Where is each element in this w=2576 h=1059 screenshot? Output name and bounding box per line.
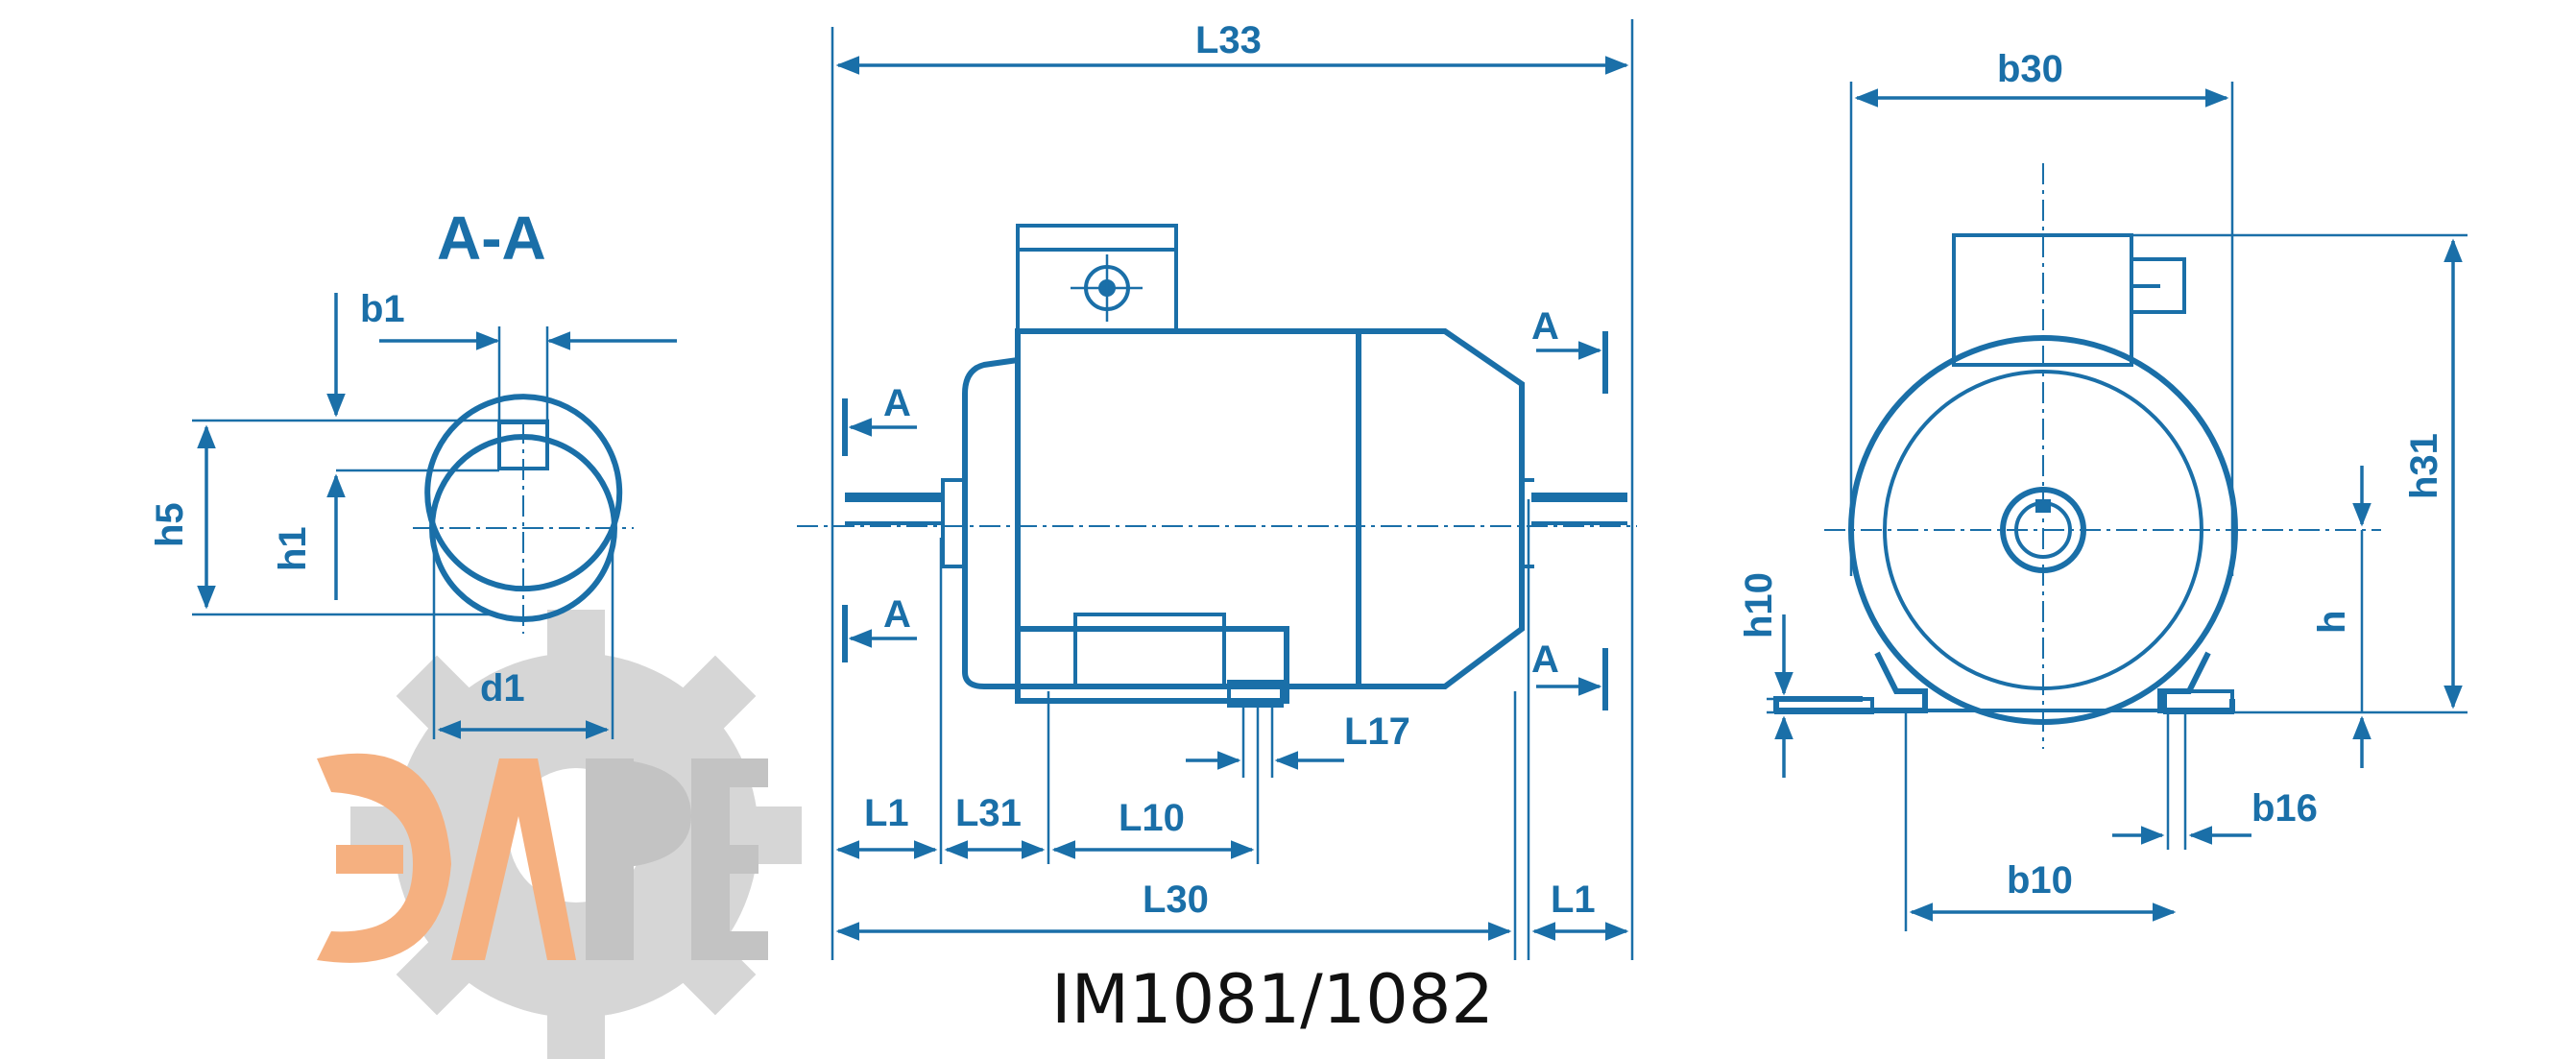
section-title: A-A	[437, 204, 546, 273]
dim-L1-right: L1	[1551, 878, 1596, 921]
dim-L17: L17	[1344, 710, 1410, 753]
section-mark-br: A	[1531, 638, 1559, 681]
dim-h5: h5	[149, 502, 191, 547]
section-a-a-view: A-A b1 h5 h1 d1	[149, 204, 677, 739]
dim-L30: L30	[1143, 878, 1209, 921]
dim-h: h	[2311, 611, 2353, 634]
dim-L31: L31	[955, 792, 1022, 834]
mounting-caption: IM1081/1082	[1051, 960, 1494, 1039]
side-view: L33 A A A	[797, 19, 1637, 960]
section-mark-tl: A	[883, 382, 911, 424]
section-mark-tr: A	[1531, 305, 1559, 348]
dim-h31: h31	[2403, 433, 2445, 499]
dim-L1-left: L1	[864, 792, 909, 834]
section-mark-bl: A	[883, 593, 911, 636]
dim-L33: L33	[1195, 19, 1262, 61]
dim-b16: b16	[2251, 787, 2318, 830]
dim-b10: b10	[2007, 859, 2073, 902]
dim-b30: b30	[1997, 48, 2063, 90]
gear-logo-icon	[317, 610, 802, 1059]
front-view: b30 h31 h h10	[1738, 48, 2468, 931]
dim-L10: L10	[1119, 797, 1185, 839]
dim-h1: h1	[272, 526, 314, 571]
dim-d1: d1	[480, 667, 525, 710]
dim-b1: b1	[360, 288, 405, 330]
dim-h10: h10	[1738, 572, 1780, 638]
